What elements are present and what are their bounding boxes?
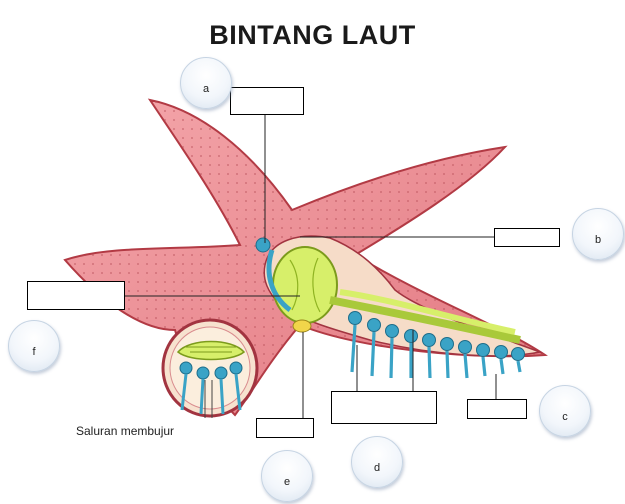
label-box-e[interactable]	[256, 418, 314, 438]
label-box-d[interactable]	[331, 391, 437, 424]
badge-f: f	[8, 320, 60, 372]
caption-longitudinal-canal: Saluran membujur	[76, 424, 174, 438]
label-box-a[interactable]	[230, 87, 304, 115]
badge-c: c	[539, 385, 591, 437]
arm-cross-section	[163, 320, 257, 418]
diagram-title: BINTANG LAUT	[0, 20, 625, 51]
badge-a: a	[180, 57, 232, 109]
label-box-c[interactable]	[467, 399, 527, 419]
badge-b: b	[572, 208, 624, 260]
badge-d: d	[351, 436, 403, 488]
badge-e: e	[261, 450, 313, 502]
label-box-f[interactable]	[27, 281, 125, 310]
label-box-b[interactable]	[494, 228, 560, 247]
